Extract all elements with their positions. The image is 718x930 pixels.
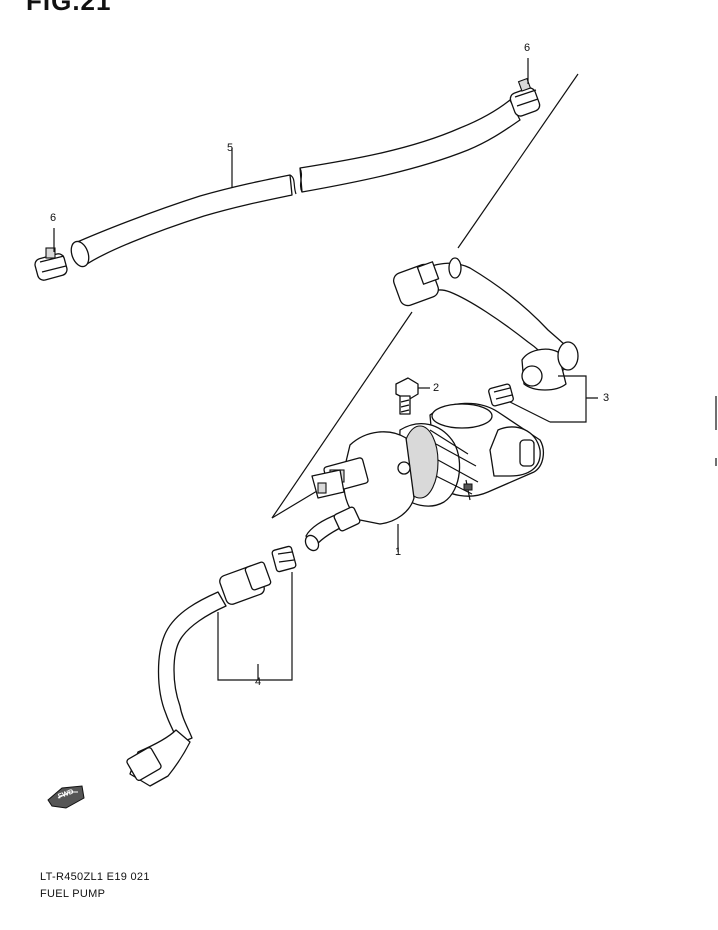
model-code: LT-R450ZL1 E19 021: [40, 871, 150, 883]
fuel-hose-3: [392, 257, 598, 423]
hose-clamp-6-upper: [509, 58, 541, 117]
callout-5: 5: [227, 142, 234, 154]
hose-clamp-6-left: [34, 228, 68, 281]
fuel-hose-5: [70, 99, 521, 268]
fuel-pump-1: [304, 402, 545, 552]
fwd-arrow-icon: [47, 785, 85, 809]
figure-title: FIG.21: [26, 0, 112, 16]
callout-3: 3: [603, 392, 610, 404]
callout-6-upper: 6: [524, 42, 531, 54]
fuel-hose-4: [126, 545, 297, 787]
callout-2: 2: [433, 382, 440, 394]
callout-1: 1: [395, 546, 402, 558]
callout-4: 4: [255, 676, 262, 688]
clip-3: [488, 383, 514, 407]
bolt-2: [395, 377, 430, 415]
assembly-guide-lines: [231, 73, 579, 519]
callout-6-left: 6: [50, 212, 57, 224]
figure-caption: FUEL PUMP: [40, 888, 106, 900]
